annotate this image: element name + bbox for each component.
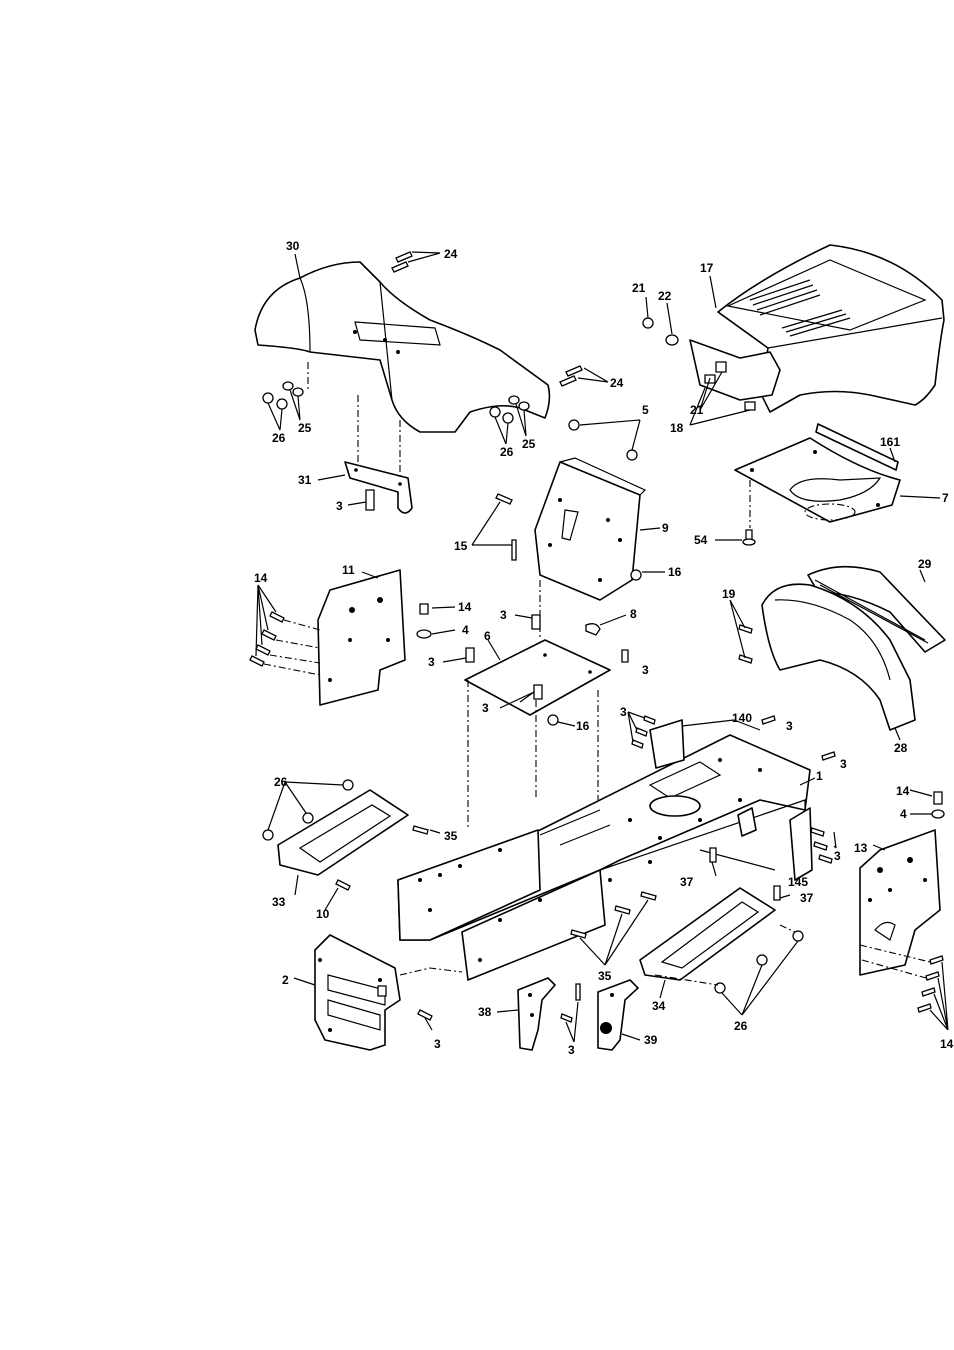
bracket-31 (318, 462, 412, 513)
callout-35: 35 (444, 829, 458, 843)
callout-19: 19 (722, 587, 736, 601)
screws-14-left (250, 585, 320, 675)
callout-14: 14 (458, 600, 472, 614)
callout-3: 3 (642, 663, 649, 677)
callout-3: 3 (500, 608, 507, 622)
callout-35: 35 (598, 969, 612, 983)
screw-24-right (560, 366, 608, 386)
callout-26: 26 (272, 431, 286, 445)
callout-3: 3 (620, 705, 627, 719)
callout-13: 13 (854, 841, 868, 855)
callout-17: 17 (700, 261, 714, 275)
callout-37: 37 (680, 875, 694, 889)
callout-2: 2 (282, 973, 289, 987)
callout-8: 8 (630, 607, 637, 621)
callout-14: 14 (940, 1037, 954, 1051)
callout-14: 14 (896, 784, 910, 798)
callout-3: 3 (482, 701, 489, 715)
callout-26: 26 (734, 1019, 748, 1033)
callout-34: 34 (652, 999, 666, 1013)
callout-3: 3 (434, 1037, 441, 1051)
callout-18: 18 (670, 421, 684, 435)
callout-7: 7 (942, 491, 949, 505)
callout-37: 37 (800, 891, 814, 905)
dash-panel-28-29 (730, 567, 945, 740)
frame-1 (398, 735, 815, 980)
callout-4: 4 (462, 623, 469, 637)
callout-3: 3 (568, 1043, 575, 1057)
callout-25: 25 (522, 437, 536, 451)
callout-16: 16 (576, 719, 590, 733)
hood-17 (690, 245, 944, 412)
callout-14: 14 (254, 571, 268, 585)
callout-5: 5 (642, 403, 649, 417)
callout-54: 54 (694, 533, 708, 547)
callout-25: 25 (298, 421, 312, 435)
callout-3: 3 (428, 655, 435, 669)
plate-7 (735, 424, 940, 522)
callout-31: 31 (298, 473, 312, 487)
callout-145: 145 (788, 875, 808, 889)
screw-24-top (392, 252, 440, 272)
callout-3: 3 (840, 757, 847, 771)
footrest-34 (640, 888, 803, 1015)
callout-29: 29 (918, 557, 932, 571)
callout-15: 15 (454, 539, 468, 553)
callout-39: 39 (644, 1033, 658, 1047)
callout-16: 16 (668, 565, 682, 579)
bracket-38 (497, 978, 555, 1050)
callout-21: 21 (632, 281, 646, 295)
side-plate-11 (318, 570, 405, 705)
side-plate-13 (860, 790, 948, 1030)
callout-11: 11 (342, 563, 355, 577)
callout-3: 3 (786, 719, 793, 733)
callout-28: 28 (894, 741, 908, 755)
callout-3: 3 (336, 499, 343, 513)
callout-21: 21 (690, 403, 704, 417)
callout-38: 38 (478, 1005, 492, 1019)
callout-26: 26 (274, 775, 288, 789)
nut-washer-26-25-left (263, 382, 303, 430)
callout-9: 9 (662, 521, 669, 535)
callout-3: 3 (834, 849, 841, 863)
callout-1: 1 (816, 769, 823, 783)
front-bracket-2 (294, 935, 462, 1050)
callout-140: 140 (732, 711, 752, 725)
callout-24: 24 (444, 247, 458, 261)
callout-161: 161 (880, 435, 900, 449)
screws-3-right (790, 808, 836, 880)
callout-24: 24 (610, 376, 624, 390)
callout-6: 6 (484, 629, 491, 643)
callout-4: 4 (900, 807, 907, 821)
callout-22: 22 (658, 289, 672, 303)
callout-26: 26 (500, 445, 514, 459)
console-9 (472, 458, 665, 600)
bracket-39 (598, 980, 640, 1050)
callout-33: 33 (272, 895, 286, 909)
callout-30: 30 (286, 239, 300, 253)
callout-10: 10 (316, 907, 330, 921)
